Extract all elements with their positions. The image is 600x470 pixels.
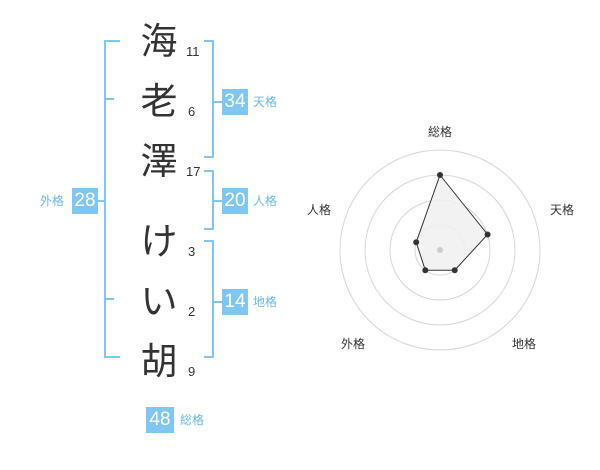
gaikaku-label: 外格 <box>40 194 65 208</box>
name-char-1: 海 <box>140 20 178 63</box>
tenkaku-bracket-top <box>204 40 214 42</box>
chikaku-bracket-bottom <box>204 356 214 358</box>
radar-label-jinkaku: 人格 <box>307 203 332 217</box>
radar-point-tenkaku <box>484 231 491 238</box>
chikaku-label: 地格 <box>253 295 278 309</box>
tenkaku-label: 天格 <box>253 95 278 109</box>
stroke-count-2: 6 <box>188 104 196 119</box>
tenkaku-bracket-connector <box>212 101 222 103</box>
radar-center-dot <box>437 247 443 253</box>
radar-point-soukaku <box>437 172 443 178</box>
radar-point-gaikaku <box>422 267 429 274</box>
jinkaku-value: 20 <box>222 188 248 214</box>
stroke-count-4: 3 <box>188 244 196 259</box>
name-char-2: 老 <box>140 80 178 123</box>
name-char-3: 澤 <box>140 140 178 183</box>
name-char-5: い <box>140 280 178 323</box>
name-char-4: け <box>140 220 178 263</box>
chikaku-value: 14 <box>222 289 248 315</box>
tenkaku-bracket-bottom <box>204 156 214 158</box>
stroke-count-1: 11 <box>186 44 200 59</box>
tenkaku-bracket-line <box>212 40 214 158</box>
soukaku-label: 総格 <box>180 413 205 427</box>
jinkaku-bracket-connector <box>212 200 222 202</box>
radar-point-chikaku <box>451 267 458 274</box>
jinkaku-bracket-bottom <box>204 228 214 230</box>
stroke-count-5: 2 <box>188 304 196 319</box>
name-char-6: 胡 <box>140 340 178 383</box>
gaikaku-bracket-top <box>104 40 120 42</box>
soukaku-value: 48 <box>146 407 174 433</box>
gaikaku-bracket-bottom <box>104 356 120 358</box>
gaikaku-bracket-mid2 <box>104 298 114 300</box>
radar-points <box>413 172 491 274</box>
radar-label-soukaku: 総格 <box>428 125 453 139</box>
gaikaku-bracket-mid <box>104 98 114 100</box>
gaikaku-bracket-line <box>104 40 106 358</box>
jinkaku-label: 人格 <box>253 194 278 208</box>
jinkaku-bracket-top <box>204 170 214 172</box>
stroke-count-3: 17 <box>186 164 201 179</box>
radar-label-tenkaku: 天格 <box>550 203 575 217</box>
radar-ring-4 <box>339 149 541 351</box>
gaikaku-bracket-connector <box>96 200 106 202</box>
chikaku-bracket-connector <box>212 301 222 303</box>
radar-polygon <box>415 173 489 271</box>
stroke-count-6: 9 <box>188 364 196 379</box>
radar-point-jinkaku <box>413 239 420 246</box>
radar-label-gaikaku: 外格 <box>341 337 366 351</box>
tenkaku-value: 34 <box>222 89 248 115</box>
chikaku-bracket-top <box>204 240 214 242</box>
chikaku-bracket-line <box>212 240 214 358</box>
radar-label-chikaku: 地格 <box>512 337 537 351</box>
gaikaku-value: 28 <box>72 188 98 214</box>
